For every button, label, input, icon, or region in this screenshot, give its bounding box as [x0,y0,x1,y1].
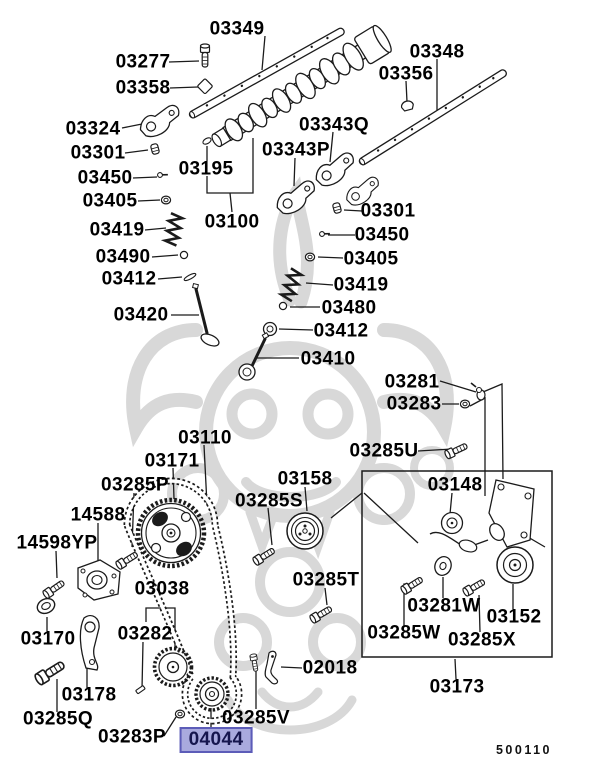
bolt-14598yp-drawing [41,578,67,600]
part-label-03100[interactable]: 03100 [204,211,260,233]
bolt-03285p-drawing [114,549,140,571]
doc-number: 500110 [495,743,553,757]
part-label-03148[interactable]: 03148 [427,474,483,496]
rocker-shaft-front-drawing [188,27,345,119]
part-label-03285x[interactable]: 03285X [448,629,516,651]
bolt-03285q-drawing [32,658,68,687]
part-label-03349[interactable]: 03349 [209,18,265,40]
part-label-03420[interactable]: 03420 [113,304,169,326]
part-label-03173[interactable]: 03173 [429,676,485,698]
part-label-03419-right[interactable]: 03419 [333,274,389,296]
part-label-03412-left[interactable]: 03412 [101,268,157,290]
idler-pulley-03152-drawing [496,546,534,584]
part-label-03110[interactable]: 03110 [178,427,232,449]
part-label-04044-selected[interactable]: 04044 [179,727,253,753]
part-label-03285p[interactable]: 03285P [101,474,169,496]
engine-support-bracket-14588-drawing [77,559,121,601]
part-label-03490[interactable]: 03490 [95,246,151,268]
part-label-03171[interactable]: 03171 [144,450,200,472]
part-label-03405-right[interactable]: 03405 [343,248,399,270]
bracket-02018-drawing [264,650,279,685]
part-label-03405-left[interactable]: 03405 [82,190,138,212]
part-label-03356[interactable]: 03356 [378,63,434,85]
part-label-03412-right[interactable]: 03412 [313,320,369,342]
part-label-03277[interactable]: 03277 [115,51,171,73]
oil-pump-sprocket-drawing [152,646,194,688]
timing-belt-drawing [123,477,243,725]
part-label-03480[interactable]: 03480 [321,297,377,319]
valve-03420-drawing [191,282,220,347]
part-label-03158[interactable]: 03158 [277,468,333,490]
part-label-03282[interactable]: 03282 [117,623,173,645]
part-label-03285s[interactable]: 03285S [235,490,303,512]
part-label-03285v[interactable]: 03285V [222,707,290,729]
valvetrain-small-parts-right [262,100,414,337]
part-label-03285q[interactable]: 03285Q [22,708,94,730]
part-label-03281w[interactable]: 03281W [407,595,481,617]
mount-fasteners-right [443,382,486,461]
part-label-03281[interactable]: 03281 [384,371,440,393]
part-label-03038[interactable]: 03038 [134,578,190,600]
part-label-02018[interactable]: 02018 [302,657,358,679]
part-label-03301-left[interactable]: 03301 [70,142,126,164]
crankshaft-sprocket-drawing [194,676,230,712]
part-label-03358[interactable]: 03358 [115,77,171,99]
part-label-03410[interactable]: 03410 [300,348,356,370]
rocker-arm-03324-drawing [136,103,184,140]
part-label-03170[interactable]: 03170 [20,628,76,650]
part-label-03285t[interactable]: 03285T [292,569,360,591]
part-label-03283[interactable]: 03283 [386,393,442,415]
part-label-03178[interactable]: 03178 [61,684,117,706]
tensioner-assembly-03148-drawing [429,479,535,553]
subassembly-box [361,470,553,658]
part-label-03343q[interactable]: 03343Q [298,114,370,136]
part-label-03419-left[interactable]: 03419 [89,219,145,241]
bolt-03285x-drawing [461,577,487,598]
tensioner-arm-03178-drawing [79,614,100,671]
part-label-14598yp[interactable]: 14598YP [16,532,98,554]
camshaft-sprocket-drawing [135,497,207,569]
part-label-03285u[interactable]: 03285U [349,440,419,462]
part-label-03348[interactable]: 03348 [409,41,465,63]
part-label-03324[interactable]: 03324 [65,118,121,140]
part-label-03450-left[interactable]: 03450 [77,167,133,189]
tensioner-pulley-03158-drawing [286,512,324,550]
woodruff-key-03282-drawing [135,685,146,695]
nut-03283p-drawing [174,709,186,719]
valve-03410-drawing [238,332,270,381]
part-label-03343p[interactable]: 03343P [262,139,330,161]
part-label-03285w[interactable]: 03285W [367,622,441,644]
part-label-14588[interactable]: 14588 [70,504,126,526]
part-label-03450-right[interactable]: 03450 [354,224,410,246]
part-label-03283p[interactable]: 03283P [98,726,166,748]
part-label-03152[interactable]: 03152 [486,606,542,628]
bolt-03285w-drawing [399,574,425,596]
rocker-shaft-rear-drawing [358,69,507,166]
valvetrain-small-parts-left [149,43,213,282]
seal-ring-03170-drawing [36,597,56,615]
part-label-03301-right[interactable]: 03301 [360,200,416,222]
washer-03281w-drawing [434,556,452,576]
part-label-03195[interactable]: 03195 [178,158,234,180]
camshaft-drawing [211,24,392,148]
